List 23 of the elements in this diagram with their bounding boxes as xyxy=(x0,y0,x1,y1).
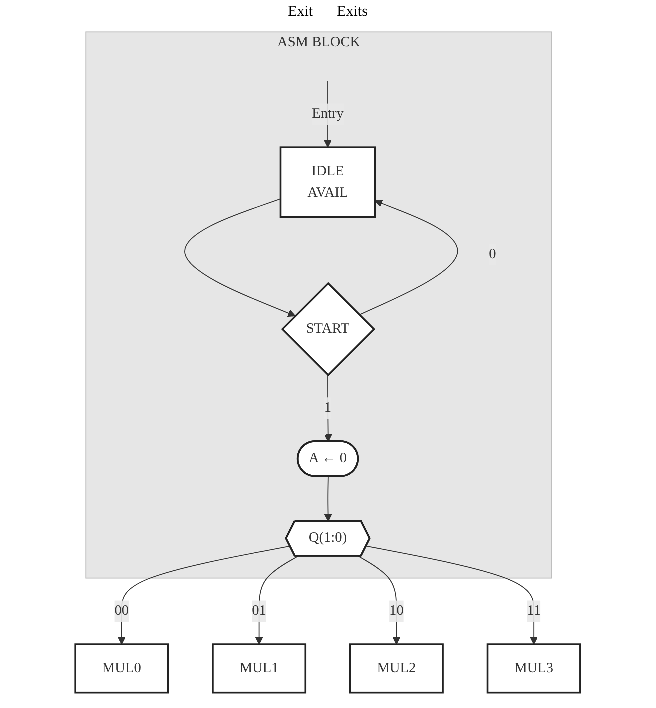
arrow xyxy=(366,546,538,645)
note-label: Exits xyxy=(337,4,368,21)
edge-label: 11 xyxy=(527,603,541,619)
node-box: MUL2 xyxy=(349,644,444,694)
arrow xyxy=(184,198,296,318)
edge-label: Entry xyxy=(312,106,344,122)
edge-label: 10 xyxy=(390,603,404,619)
note-label: Exit xyxy=(288,4,314,21)
edge-label: 1 xyxy=(324,400,332,416)
edge-label: 0 xyxy=(489,246,496,262)
arrow xyxy=(118,546,291,645)
node-box: MUL3 xyxy=(486,644,582,694)
arrow xyxy=(359,200,458,316)
node-box: MUL1 xyxy=(212,644,307,694)
edge-label: 01 xyxy=(252,603,266,619)
node-diamond: START xyxy=(281,282,376,376)
arrow xyxy=(358,556,401,645)
arrow xyxy=(324,374,332,442)
node-box: IDLE AVAIL xyxy=(280,146,376,218)
node-box: MUL0 xyxy=(74,644,170,694)
edge-label: 00 xyxy=(114,603,130,619)
arrow xyxy=(324,476,332,522)
arrow xyxy=(255,556,299,645)
